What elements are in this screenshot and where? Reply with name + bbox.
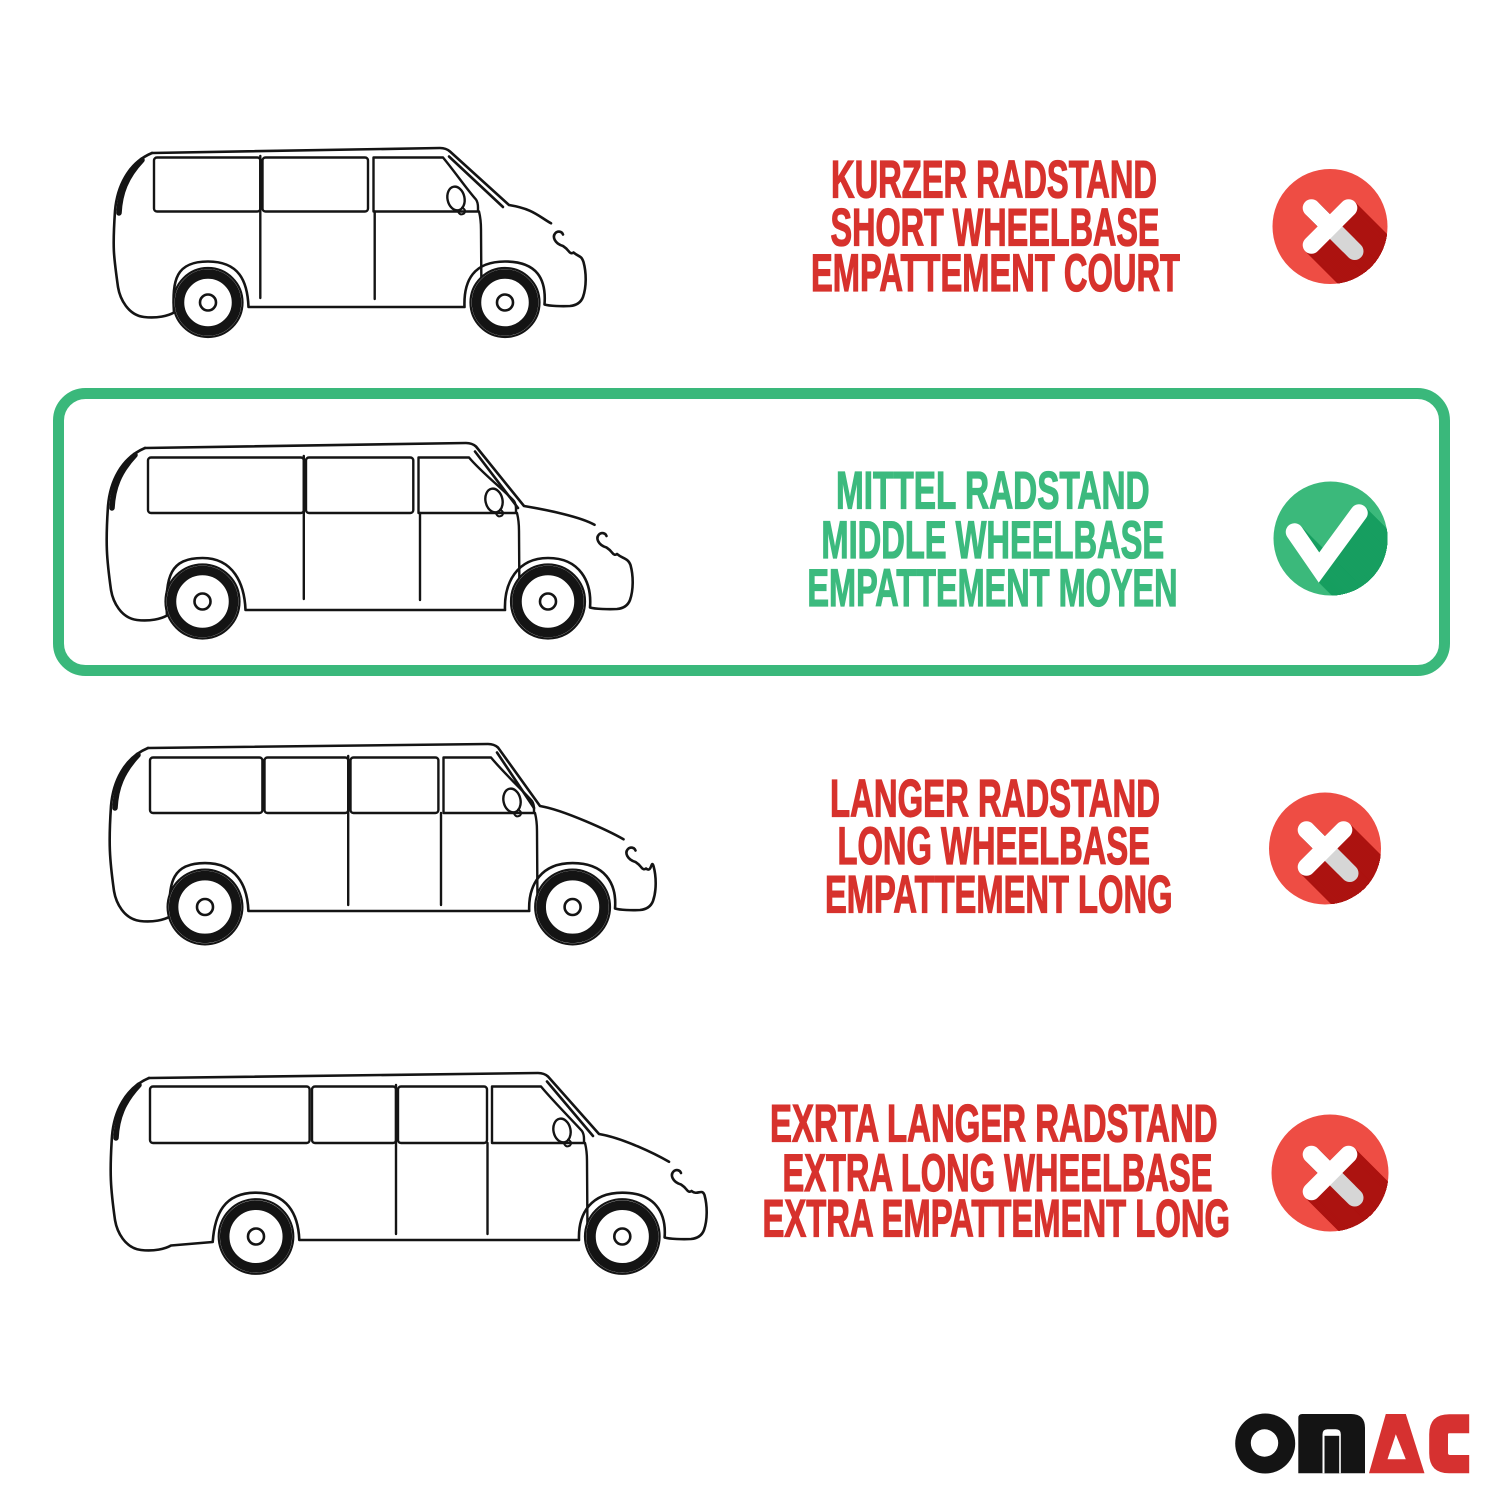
svg-text:EXTRA LONG WHEELBASE: EXTRA LONG WHEELBASE (783, 1144, 1213, 1203)
svg-text:MITTEL RADSTAND: MITTEL RADSTAND (836, 461, 1150, 520)
svg-text:SHORT WHEELBASE: SHORT WHEELBASE (831, 198, 1160, 257)
svg-text:EXTRA EMPATTEMENT LONG: EXTRA EMPATTEMENT LONG (763, 1189, 1231, 1248)
svg-text:MIDDLE WHEELBASE: MIDDLE WHEELBASE (821, 511, 1164, 570)
svg-text:EMPATTEMENT MOYEN: EMPATTEMENT MOYEN (807, 559, 1177, 618)
svg-text:KURZER RADSTAND: KURZER RADSTAND (831, 150, 1157, 209)
svg-text:EMPATTEMENT COURT: EMPATTEMENT COURT (811, 244, 1180, 303)
svg-text:EXRTA LANGER RADSTAND: EXRTA LANGER RADSTAND (770, 1094, 1218, 1153)
svg-text:EMPATTEMENT LONG: EMPATTEMENT LONG (825, 865, 1173, 924)
svg-text:LANGER RADSTAND: LANGER RADSTAND (830, 769, 1160, 828)
svg-text:LONG WHEELBASE: LONG WHEELBASE (838, 817, 1151, 876)
